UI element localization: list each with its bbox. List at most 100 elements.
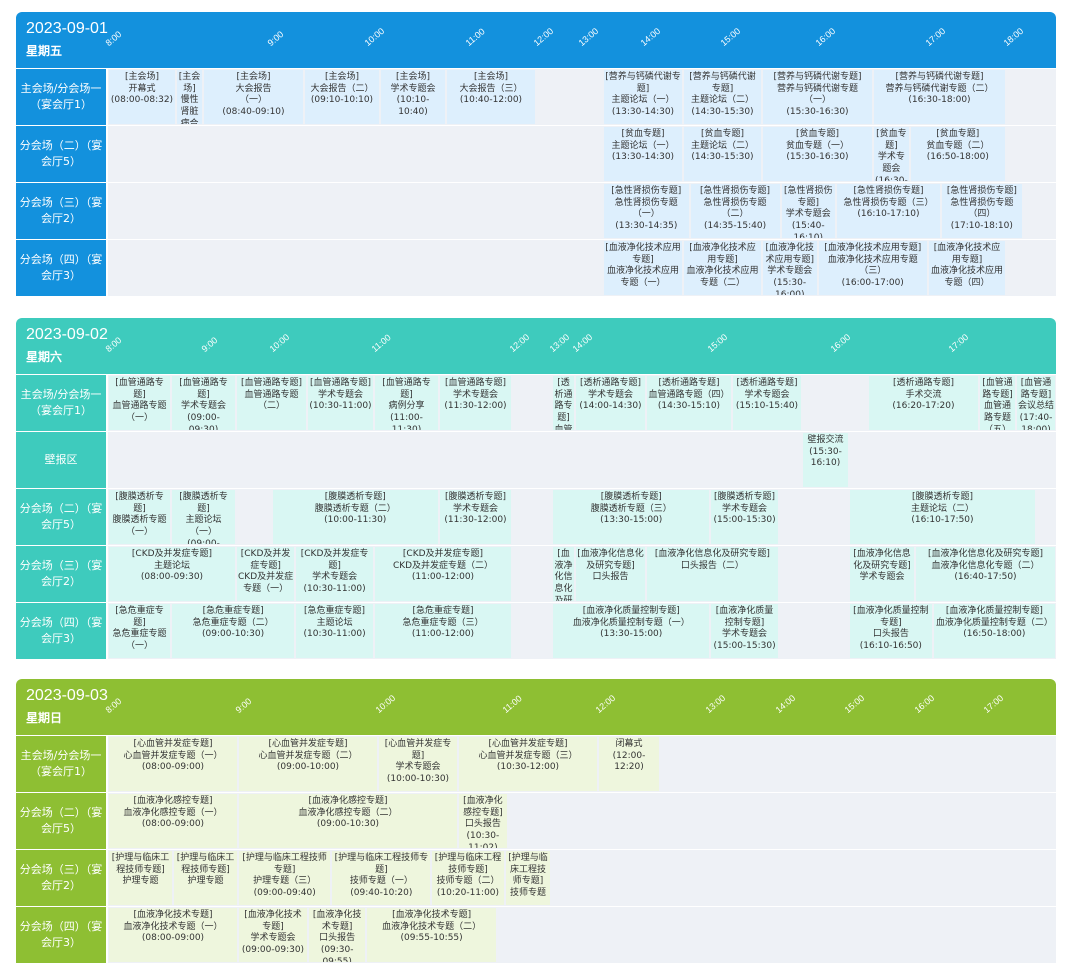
session-cell[interactable]: [主会场] 慢性肾脏病合并心房颤动患者抗凝管理专 bbox=[177, 70, 202, 124]
session-cell[interactable]: [护理与临床工程技师专题] 技师专题 bbox=[505, 851, 551, 905]
session-cell[interactable]: [血液净化信息化及研究专题] 口头报告（二） bbox=[647, 547, 778, 601]
venue-row: 分会场（二）（宴会厅5）[血液净化感控专题] 血液净化感控专题（一） (08:0… bbox=[16, 793, 1056, 849]
session-cell[interactable]: [营养与钙磷代谢专题] 营养与钙磷代谢专题（一） (15:30-16:30) bbox=[763, 70, 872, 124]
session-cell[interactable]: [急性肾损伤专题] 急性肾损伤专题（四） (17:10-18:10) bbox=[942, 184, 1022, 238]
session-cell[interactable]: [腹膜透析专题] 主题论坛（一） (09:00-10:00) bbox=[172, 490, 235, 544]
session-cell[interactable]: [急性肾损伤专题] 学术专题会 (15:40-16:10) bbox=[781, 184, 835, 238]
session-cell[interactable]: [血液净化信息化及研究专题] 学术专题会 bbox=[850, 547, 914, 601]
session-cell[interactable]: [贫血专题] 贫血专题（二） (16:50-18:00) bbox=[910, 127, 1005, 181]
session-cell[interactable]: [主会场] 大会报告 （一） (08:40-09:10) bbox=[203, 70, 303, 124]
session-cell[interactable]: [血管通路专题] 学术专题会 (10:30-11:00) bbox=[308, 376, 373, 430]
session-cell[interactable]: [腹膜透析专题] 腹膜透析专题（三） (13:30-15:00) bbox=[553, 490, 710, 544]
time-tick-label: 11:00 bbox=[464, 26, 488, 48]
session-cell[interactable]: [心血管并发症专题] 心血管并发症专题（一） (08:00-09:00) bbox=[109, 737, 237, 791]
session-cell[interactable]: [贫血专题] 主题论坛（一） (13:30-14:30) bbox=[604, 127, 682, 181]
session-cell[interactable]: [透析通路专题] 血管通路专题（三） bbox=[553, 376, 574, 430]
time-tick-label: 12:00 bbox=[507, 331, 532, 354]
session-cell[interactable]: [贫血专题] 贫血专题（一） (15:30-16:30) bbox=[763, 127, 872, 181]
time-tick-label: 12:00 bbox=[531, 25, 556, 48]
venue-label: 分会场（三）（宴会厅2） bbox=[16, 183, 106, 239]
session-cell[interactable]: [营养与钙磷代谢专题] 主题论坛（一） (13:30-14:30) bbox=[604, 70, 682, 124]
session-cell[interactable]: [血液净化质量控制专题] 学术专题会 (15:00-15:30) bbox=[711, 604, 778, 658]
session-cell[interactable]: [急性肾损伤专题] 急性肾损伤专题（三） (16:10-17:10) bbox=[837, 184, 940, 238]
session-cell[interactable]: [透析通路专题] 学术专题会 (14:00-14:30) bbox=[576, 376, 645, 430]
session-cell[interactable]: [护理与临床工程技师专题] 护理专题（三） (09:00-09:40) bbox=[239, 851, 331, 905]
session-cell[interactable]: [血管通路专题] 会议总结 (17:40-18:00) bbox=[1017, 376, 1055, 430]
session-cell[interactable]: [血液净化技术专题] 血液净化技术专题（二） (09:55-10:55) bbox=[367, 908, 496, 962]
session-cell[interactable]: [血管通路专题] 病例分享 (11:00-11:30) bbox=[375, 376, 438, 430]
session-cell[interactable]: [血管通路专题] 血管通路专题（五） bbox=[979, 376, 1015, 430]
venue-label: 壁报区 bbox=[16, 432, 106, 488]
time-tick-label: 14:00 bbox=[773, 692, 797, 715]
session-cell[interactable]: [CKD及并发症专题] 学术专题会 (10:30-11:00) bbox=[296, 547, 373, 601]
session-cell[interactable]: [血液净化质量控制专题] 血液净化质量控制专题（二） (16:50-18:00) bbox=[933, 604, 1055, 658]
session-cell[interactable]: [血液净化技术专题] 口头报告 (09:30-09:55) bbox=[309, 908, 366, 962]
session-cell[interactable]: 闭幕式 (12:00-12:20) bbox=[599, 737, 659, 791]
session-cell[interactable]: [血液净化质量控制专题] 口头报告 (16:10-16:50) bbox=[850, 604, 932, 658]
session-cell[interactable]: [急危重症专题] 急危重症专题（三） (11:00-12:00) bbox=[375, 604, 511, 658]
session-cell[interactable]: [透析通路专题] 学术专题会 (15:10-15:40) bbox=[733, 376, 801, 430]
session-cell[interactable]: 壁报交流 (15:30-16:10) bbox=[803, 433, 848, 487]
time-tick-label: 11:00 bbox=[500, 693, 524, 715]
session-cell[interactable]: [血管通路专题] 学术专题会 (09:00-09:30) bbox=[172, 376, 235, 430]
session-cell[interactable]: [血液净化信息化及研究专题] 血液净化信息化专题（二） (16:40-17:50… bbox=[916, 547, 1055, 601]
venue-label: 主会场/分会场一（宴会厅1） bbox=[16, 736, 106, 792]
session-cell[interactable]: [血液净化技术应用专题] 学术专题会 (15:30-16:00) bbox=[763, 241, 817, 295]
session-cell[interactable]: [护理与临床工程技师专题] 护理专题 bbox=[109, 851, 172, 905]
session-cell[interactable]: [血液净化技术专题] 血液净化技术专题（一） (08:00-09:00) bbox=[109, 908, 237, 962]
session-cell[interactable]: [血液净化质量控制专题] 血液净化质量控制专题（一） (13:30-15:00) bbox=[553, 604, 710, 658]
session-cell[interactable]: [CKD及并发症专题] 主题论坛 (08:00-09:30) bbox=[109, 547, 235, 601]
venue-row: 分会场（二）（宴会厅5） [贫血专题] 主题论坛（一） (13:30-14:30)… bbox=[16, 126, 1056, 182]
session-cell[interactable]: [贫血专题] 学术专题会 (16:30-16:50) bbox=[874, 127, 909, 181]
session-cell[interactable]: [营养与钙磷代谢专题] 主题论坛（二） (14:30-15:30) bbox=[684, 70, 761, 124]
session-cell[interactable]: [腹膜透析专题] 学术专题会 (11:30-12:00) bbox=[440, 490, 511, 544]
session-cell[interactable]: [腹膜透析专题] 主题论坛（二） (16:10-17:50) bbox=[850, 490, 1035, 544]
session-cell[interactable]: [贫血专题] 主题论坛（二） (14:30-15:30) bbox=[684, 127, 761, 181]
session-cell[interactable]: [护理与临床工程技师专题] 护理专题 bbox=[174, 851, 237, 905]
session-cell[interactable]: [腹膜透析专题] 腹膜透析专题（一） bbox=[109, 490, 170, 544]
session-cell[interactable]: [主会场] 学术专题会 (10:10-10:40) bbox=[381, 70, 445, 124]
venue-timeline: [主会场] 开幕式 (08:00-08:32)[主会场] 慢性肾脏病合并心房颤动… bbox=[108, 69, 1056, 125]
session-cell[interactable]: [血管通路专题] 学术专题会 (11:30-12:00) bbox=[440, 376, 511, 430]
session-cell[interactable]: [透析通路专题] 血管通路专题（四） (14:30-15:10) bbox=[647, 376, 731, 430]
session-cell[interactable]: [主会场] 开幕式 (08:00-08:32) bbox=[109, 70, 175, 124]
time-tick-label: 10:00 bbox=[373, 692, 398, 715]
session-cell[interactable]: [主会场] 大会报告（三） (10:40-12:00) bbox=[447, 70, 535, 124]
session-cell[interactable]: [营养与钙磷代谢专题] 营养与钙磷代谢专题（二） (16:30-18:00) bbox=[874, 70, 1005, 124]
session-cell[interactable]: [CKD及并发症专题] CKD及并发症专题（一） bbox=[237, 547, 295, 601]
session-cell[interactable]: [血液净化信息化及研究专题] 血液净化信息化专题（一） bbox=[553, 547, 574, 601]
session-cell[interactable]: [急性肾损伤专题] 急性肾损伤专题（二） (14:35-15:40) bbox=[690, 184, 780, 238]
session-cell[interactable]: [透析通路专题] 手术交流 (16:20-17:20) bbox=[869, 376, 978, 430]
venue-row: 分会场（四）（宴会厅3）[血液净化技术专题] 血液净化技术专题（一） (08:0… bbox=[16, 907, 1056, 963]
session-cell[interactable]: [主会场] 大会报告（二） (09:10-10:10) bbox=[305, 70, 379, 124]
session-cell[interactable]: [腹膜透析专题] 学术专题会 (15:00-15:30) bbox=[711, 490, 778, 544]
session-cell[interactable]: [护理与临床工程技师专题] 技师专题（一） (09:40-10:20) bbox=[332, 851, 431, 905]
session-cell[interactable]: [护理与临床工程技师专题] 技师专题（二） (10:20-11:00) bbox=[432, 851, 504, 905]
session-cell[interactable]: [心血管并发症专题] 学术专题会 (10:00-10:30) bbox=[379, 737, 457, 791]
session-cell[interactable]: [心血管并发症专题] 心血管并发症专题（三） (10:30-12:00) bbox=[459, 737, 597, 791]
session-cell[interactable]: [血液净化技术专题] 学术专题会 (09:00-09:30) bbox=[239, 908, 307, 962]
session-cell[interactable]: [腹膜透析专题] 腹膜透析专题（二） (10:00-11:30) bbox=[272, 490, 438, 544]
session-cell[interactable]: [血液净化信息化及研究专题] 口头报告 bbox=[576, 547, 645, 601]
session-cell[interactable]: [血管通路专题] 血管通路专题（一） bbox=[109, 376, 170, 430]
session-cell[interactable]: [急性肾损伤专题] 急性肾损伤专题（一） (13:30-14:35) bbox=[604, 184, 689, 238]
session-cell[interactable]: [血液净化感控专题] 血液净化感控专题（二） (09:00-10:30) bbox=[239, 794, 457, 848]
session-cell[interactable]: [血管通路专题] 血管通路专题（二） bbox=[237, 376, 306, 430]
venue-row: 分会场（四）（宴会厅3）[急危重症专题] 急危重症专题（一）[急危重症专题] 急… bbox=[16, 603, 1056, 659]
session-cell[interactable]: [心血管并发症专题] 心血管并发症专题（二） (09:00-10:00) bbox=[239, 737, 377, 791]
venue-timeline: [CKD及并发症专题] 主题论坛 (08:00-09:30)[CKD及并发症专题… bbox=[108, 546, 1056, 602]
session-cell[interactable]: [急危重症专题] 主题论坛 (10:30-11:00) bbox=[296, 604, 373, 658]
session-cell[interactable]: [血液净化技术应用专题] 血液净化技术应用专题（二） bbox=[684, 241, 761, 295]
session-cell[interactable]: [血液净化技术应用专题] 血液净化技术应用专题（三） (16:00-17:00) bbox=[818, 241, 927, 295]
session-cell[interactable]: [血液净化感控专题] 血液净化感控专题（一） (08:00-09:00) bbox=[109, 794, 237, 848]
session-cell[interactable]: [血液净化感控专题] 口头报告 (10:30-11:02) bbox=[459, 794, 507, 848]
session-cell[interactable]: [血液净化技术应用专题] 血液净化技术应用专题（四） bbox=[929, 241, 1005, 295]
day-weekday: 星期日 bbox=[26, 711, 63, 725]
session-cell[interactable]: [急危重症专题] 急危重症专题（二） (09:00-10:30) bbox=[172, 604, 295, 658]
session-cell[interactable]: [血液净化技术应用专题] 血液净化技术应用专题（一） bbox=[604, 241, 682, 295]
session-cell[interactable]: [急危重症专题] 急危重症专题（一） bbox=[109, 604, 170, 658]
session-cell[interactable]: [CKD及并发症专题] CKD及并发症专题（二） (11:00-12:00) bbox=[375, 547, 511, 601]
venue-label: 分会场（二）（宴会厅5） bbox=[16, 126, 106, 182]
